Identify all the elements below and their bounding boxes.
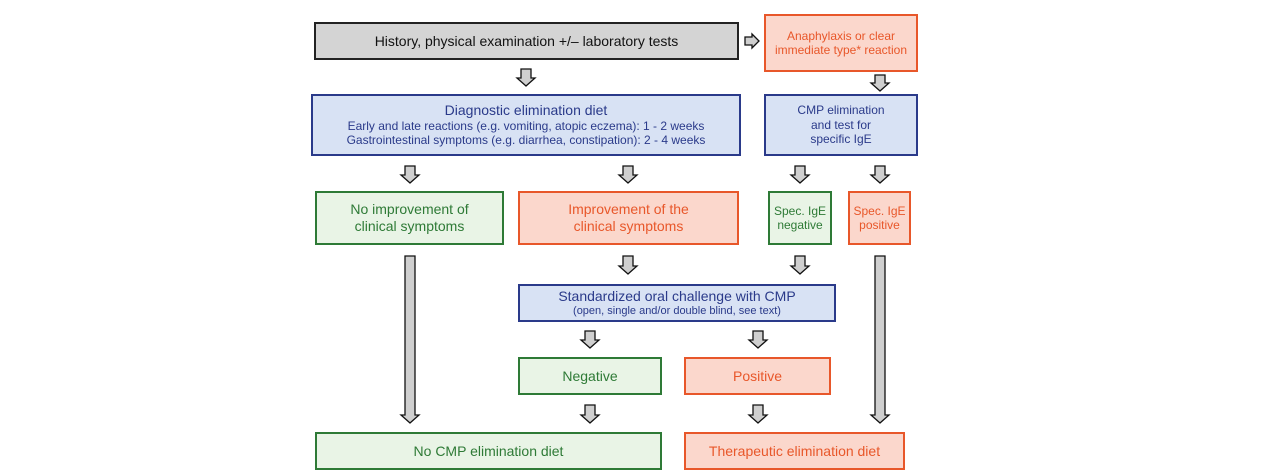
improvement-box: Improvement of the clinical symptoms [518,191,739,245]
improvement-line1: Improvement of the [568,201,689,218]
arrow-negative-to-no-cmp [579,404,601,424]
arrow-anaphylaxis-to-cmp [869,74,891,92]
negative-label: Negative [562,367,618,384]
arrow-diagnostic-to-no-improvement [399,165,421,184]
arrow-positive-to-therapeutic [747,404,769,424]
arrow-ige-positive-to-therapeutic [869,255,891,424]
spec-ige-positive-box: Spec. IgE positive [848,191,911,245]
arrow-challenge-to-negative [579,330,601,349]
no-cmp-elimination-diet-box: No CMP elimination diet [315,432,662,470]
ige-pos-line1: Spec. IgE [853,203,906,218]
negative-box: Negative [518,357,662,395]
therapeutic-label: Therapeutic elimination diet [708,442,881,459]
diagnostic-line2: Gastrointestinal symptoms (e.g. diarrhea… [346,133,706,148]
oral-challenge-box: Standardized oral challenge with CMP (op… [518,284,836,322]
spec-ige-negative-box: Spec. IgE negative [768,191,832,245]
arrow-history-to-anaphylaxis [744,32,760,50]
cmp-elim-line3: specific IgE [810,132,872,147]
no-improvement-line2: clinical symptoms [354,218,465,234]
cmp-elim-line2: and test for [810,117,872,132]
no-improvement-line1: No improvement of [350,201,469,218]
therapeutic-elimination-diet-box: Therapeutic elimination diet [684,432,905,470]
no-improvement-box: No improvement of clinical symptoms [315,191,504,245]
arrow-history-to-diagnostic [515,68,537,87]
history-box: History, physical examination +/– labora… [314,22,739,60]
no-cmp-label: No CMP elimination diet [413,442,564,459]
improvement-line2: clinical symptoms [573,218,684,234]
ige-neg-line1: Spec. IgE [773,203,827,218]
arrow-cmp-to-ige-negative [789,165,811,184]
diagnostic-title: Diagnostic elimination diet [444,102,608,119]
challenge-sub: (open, single and/or double blind, see t… [573,304,781,317]
arrow-challenge-to-positive [747,330,769,349]
challenge-title: Standardized oral challenge with CMP [558,288,796,304]
arrow-cmp-to-ige-positive [869,165,891,184]
arrow-diagnostic-to-improvement [617,165,639,184]
diagnostic-elimination-diet-box: Diagnostic elimination diet Early and la… [311,94,741,156]
anaphylaxis-line2: immediate type* reaction [774,43,908,57]
positive-label: Positive [732,367,783,384]
cmp-elim-line1: CMP elimination [797,103,885,118]
arrow-ige-negative-to-challenge [789,255,811,275]
anaphylaxis-line1: Anaphylaxis or clear [786,28,896,43]
ige-neg-line2: negative [777,218,823,232]
arrow-improvement-to-challenge [617,255,639,275]
history-label: History, physical examination +/– labora… [374,32,679,49]
positive-box: Positive [684,357,831,395]
ige-pos-line2: positive [859,218,900,232]
diagnostic-line1: Early and late reactions (e.g. vomiting,… [347,119,705,133]
arrow-no-improvement-to-no-cmp [399,255,421,424]
anaphylaxis-box: Anaphylaxis or clear immediate type* rea… [764,14,918,72]
cmp-elimination-box: CMP elimination and test for specific Ig… [764,94,918,156]
